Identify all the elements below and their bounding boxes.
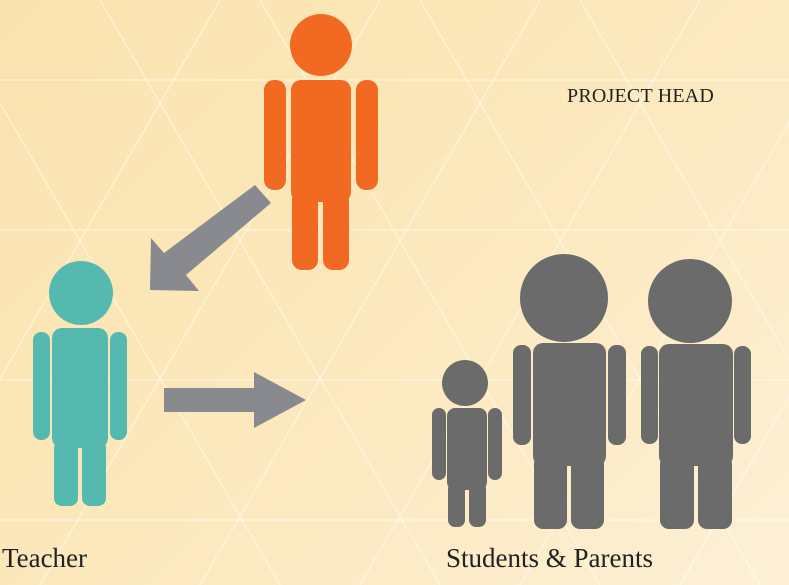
teacher-figure [33,261,127,506]
person-icon [264,14,378,270]
parent-icon-1 [513,254,626,529]
students-parents-label: Students & Parents [446,543,653,573]
project-head-label: PROJECT HEAD [567,85,715,107]
students-parents-figure [432,254,751,529]
parent-icon-2 [641,259,751,529]
person-icon [33,261,127,506]
arrow-head-to-teacher [150,185,271,291]
arrow-teacher-to-group [164,372,306,428]
teacher-label: Teacher [2,543,88,573]
project-head-figure [264,14,378,270]
child-icon [432,360,502,527]
